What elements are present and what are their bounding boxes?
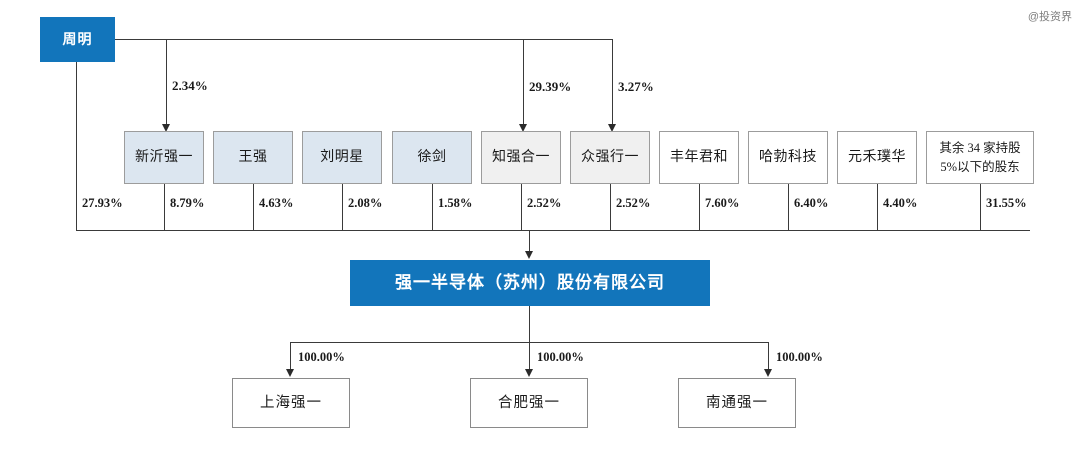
controller-name: 周明 <box>62 30 93 47</box>
shareholder-box-7[interactable]: 哈勃科技 <box>748 131 828 184</box>
shareholder-name-7: 哈勃科技 <box>759 149 817 165</box>
pct-shareholder-5: 2.52% <box>616 196 651 210</box>
shareholder-name-8: 元禾璞华 <box>848 149 906 165</box>
shareholder-box-0[interactable]: 新沂强一 <box>124 131 204 184</box>
connector-to-zhongqiangxingyi <box>612 39 613 129</box>
pct-subsidiary-1: 100.00% <box>537 350 584 364</box>
controller-box-zhouming[interactable]: 周明 <box>40 17 115 62</box>
pct-zhouming-zhiqiangheyi: 29.39% <box>529 79 572 94</box>
connector-shareholder-4 <box>521 184 522 230</box>
connector-shareholder-0 <box>164 184 165 230</box>
subsidiary-box-1[interactable]: 合肥强一 <box>470 378 588 428</box>
shareholder-box-2[interactable]: 刘明星 <box>302 131 382 184</box>
pct-zhouming-zhongqiangxingyi: 3.27% <box>618 79 654 94</box>
shareholder-box-6[interactable]: 丰年君和 <box>659 131 739 184</box>
pct-shareholder-9: 31.55% <box>986 196 1027 210</box>
pct-shareholder-8: 4.40% <box>883 196 918 210</box>
pct-shareholder-4: 2.52% <box>527 196 562 210</box>
connector-shareholder-3 <box>432 184 433 230</box>
connector-shareholder-7 <box>788 184 789 230</box>
connector-zhouming-direct <box>76 62 77 230</box>
connector-to-xinyiqiangyi <box>166 39 167 129</box>
connector-shareholder-1 <box>253 184 254 230</box>
pct-subsidiary-0: 100.00% <box>298 350 345 364</box>
shareholder-box-5[interactable]: 众强行一 <box>570 131 650 184</box>
subsidiary-name-2: 南通强一 <box>706 394 768 411</box>
shareholder-box-8[interactable]: 元禾璞华 <box>837 131 917 184</box>
connector-bus-to-company <box>529 230 530 252</box>
connector-subsidiary-2 <box>768 342 769 370</box>
shareholder-box-1[interactable]: 王强 <box>213 131 293 184</box>
arrow-to-xinyiqiangyi <box>162 124 170 132</box>
connector-shareholder-2 <box>342 184 343 230</box>
shareholder-name-2: 刘明星 <box>320 149 364 165</box>
shareholder-name-5: 众强行一 <box>581 149 639 165</box>
pct-shareholder-6: 7.60% <box>705 196 740 210</box>
connector-shareholder-6 <box>699 184 700 230</box>
subsidiary-box-0[interactable]: 上海强一 <box>232 378 350 428</box>
pct-shareholder-2: 2.08% <box>348 196 383 210</box>
shareholder-name-3: 徐剑 <box>417 149 447 165</box>
connector-to-zhiqiangheyi <box>523 39 524 129</box>
arrow-to-subsidiary-1 <box>525 369 533 377</box>
shareholder-name-6: 丰年君和 <box>670 149 728 165</box>
connector-company-down <box>529 306 530 342</box>
arrow-to-zhongqiangxingyi <box>608 124 616 132</box>
shareholder-box-3[interactable]: 徐剑 <box>392 131 472 184</box>
company-name: 强一半导体（苏州）股份有限公司 <box>395 273 665 293</box>
connector-shareholder-5 <box>610 184 611 230</box>
subsidiary-name-0: 上海强一 <box>260 394 322 411</box>
arrow-to-zhiqiangheyi <box>519 124 527 132</box>
arrow-to-company <box>525 251 533 259</box>
company-box[interactable]: 强一半导体（苏州）股份有限公司 <box>350 260 710 306</box>
shareholder-name-1: 王强 <box>238 149 268 165</box>
connector-subsidiary-0 <box>290 342 291 370</box>
pct-zhouming-direct: 27.93% <box>82 196 123 210</box>
subsidiary-name-1: 合肥强一 <box>498 394 560 411</box>
subsidiary-box-2[interactable]: 南通强一 <box>678 378 796 428</box>
connector-shareholder-8 <box>877 184 878 230</box>
connector-subsidiary-1 <box>529 342 530 370</box>
shareholder-name-4: 知强合一 <box>492 149 550 165</box>
pct-subsidiary-2: 100.00% <box>776 350 823 364</box>
pct-shareholder-3: 1.58% <box>438 196 473 210</box>
connector-shareholder-9 <box>980 184 981 230</box>
connector-zhouming-trunk <box>115 39 613 40</box>
watermark-label: @投资界 <box>1027 11 1072 23</box>
shareholder-bus-line <box>76 230 1030 231</box>
shareholder-name-0: 新沂强一 <box>135 149 193 165</box>
pct-shareholder-7: 6.40% <box>794 196 829 210</box>
arrow-to-subsidiary-2 <box>764 369 772 377</box>
pct-shareholder-1: 4.63% <box>259 196 294 210</box>
pct-zhouming-xinyiqiangyi: 2.34% <box>172 78 208 93</box>
pct-shareholder-0: 8.79% <box>170 196 205 210</box>
shareholder-box-4[interactable]: 知强合一 <box>481 131 561 184</box>
shareholder-box-9[interactable]: 其余 34 家持股 5%以下的股东 <box>926 131 1034 184</box>
shareholder-name-9-line1: 其余 34 家持股 <box>939 141 1021 156</box>
shareholder-name-9-line2: 5%以下的股东 <box>940 159 1020 174</box>
arrow-to-subsidiary-0 <box>286 369 294 377</box>
